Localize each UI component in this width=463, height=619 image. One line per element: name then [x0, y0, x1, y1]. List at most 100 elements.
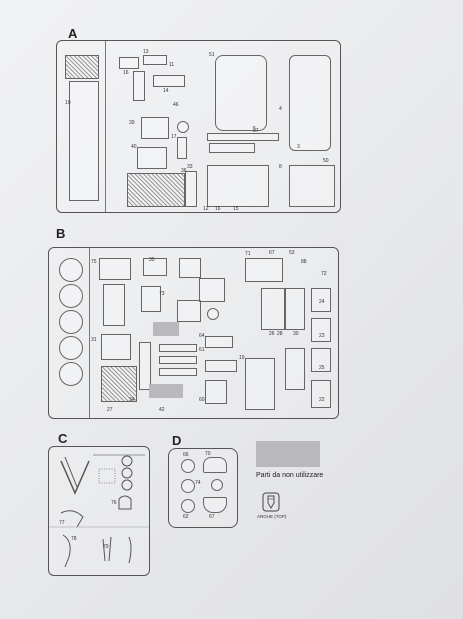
part-number: 17 — [171, 134, 177, 140]
part-number: 4 — [279, 106, 282, 112]
sprue-b-part — [285, 348, 305, 390]
sprue-a-part — [185, 171, 197, 207]
part-number: 30 — [293, 331, 299, 337]
pencil-icon — [262, 492, 280, 512]
sprue-b-part — [159, 368, 197, 376]
part-number: 36 — [181, 168, 187, 174]
part-number: 16 — [123, 70, 129, 76]
sprue-b-part — [99, 258, 131, 280]
part-number: 16 — [215, 206, 221, 212]
sprue-b-unused-patch — [149, 384, 183, 398]
sprue-b-part — [179, 258, 201, 278]
sprue-a-part — [141, 117, 169, 139]
sprue-a-frame: 10 13 16 11 14 46 51 4 5 39 17 37 40 36 … — [56, 40, 341, 213]
part-number: 53 — [289, 250, 295, 256]
sprue-a-part-panel — [289, 165, 335, 207]
part-number: 62 — [183, 514, 189, 520]
sprue-d-lens — [203, 457, 227, 473]
part-number: 19 — [239, 355, 245, 361]
sprue-b-frame: 75 71 67 53 88 72 73 26 25 24 27 28 30 3… — [48, 247, 339, 419]
part-number: 50 — [323, 158, 329, 164]
part-number: 23 — [319, 333, 325, 339]
part-number: 28 — [277, 331, 283, 337]
sprue-a-part-chassis — [289, 55, 331, 151]
sprue-b-part — [205, 336, 233, 348]
sprue-d-lens — [181, 479, 195, 493]
sprue-b-part — [159, 344, 197, 352]
part-number: 78 — [71, 536, 77, 542]
part-number: 88 — [301, 259, 307, 265]
sprue-a-part — [143, 55, 167, 65]
sprue-b-part — [261, 288, 285, 330]
sprue-a-part — [133, 71, 145, 101]
part-number: 31 — [91, 337, 97, 343]
sprue-b-part-panel — [245, 358, 275, 410]
part-number: 24 — [319, 299, 325, 305]
part-number: 27 — [107, 407, 113, 413]
sprue-b-wheel — [59, 284, 83, 308]
legend-note: ARGHE (TOP) — [257, 514, 287, 519]
part-number: 60 — [199, 397, 205, 403]
sprue-b-part — [101, 366, 137, 402]
sprue-b-part — [143, 258, 167, 276]
part-number: 67 — [209, 514, 215, 520]
sprue-b-part — [141, 286, 161, 312]
sprue-b-letter: B — [56, 226, 66, 241]
sprue-d-letter: D — [172, 433, 182, 448]
sprue-b-part — [311, 348, 331, 372]
part-number: 15 — [233, 206, 239, 212]
sprue-b-part — [285, 288, 305, 330]
part-number: 33 — [187, 164, 193, 170]
sprue-a-part — [177, 121, 189, 133]
part-number: 14 — [163, 88, 169, 94]
sprue-b-part — [245, 258, 283, 282]
part-number: 51 — [209, 52, 215, 58]
part-number: 73 — [159, 291, 165, 297]
sprue-b-part — [159, 356, 197, 364]
part-number: 74 — [195, 480, 201, 486]
sprue-b-part — [101, 334, 131, 360]
sprue-b-part — [311, 380, 331, 408]
sprue-b-part — [311, 318, 331, 342]
sprue-d-lens — [211, 479, 223, 491]
sprue-b-part — [199, 278, 225, 302]
unused-parts-label: Parti da non utilizzare — [256, 472, 324, 479]
sprue-b-part — [205, 360, 237, 372]
part-number: 35 — [149, 257, 155, 263]
part-number: 67 — [269, 250, 275, 256]
sprue-b-wheel — [59, 258, 83, 282]
sprue-c-frame: 76 77 78 79 — [48, 446, 150, 576]
part-number: 64 — [199, 333, 205, 339]
sprue-b-part — [207, 308, 219, 320]
sprue-a-part — [209, 143, 255, 153]
sprue-c-drawing — [49, 454, 149, 568]
sprue-b-part — [205, 380, 227, 404]
part-number: 79 — [103, 544, 109, 550]
sprue-b-unused-patch — [153, 322, 179, 336]
sprue-a-part-seats — [207, 165, 269, 207]
sprue-b-part — [177, 300, 201, 322]
part-number: 66 — [183, 452, 189, 458]
part-number: 13 — [143, 49, 149, 55]
part-number: 11 — [169, 62, 175, 68]
sprue-a-part-tower — [69, 81, 99, 201]
part-number: 26 — [269, 331, 275, 337]
part-number: 39 — [129, 120, 135, 126]
sprue-b-wheel — [59, 362, 83, 386]
part-number: 10 — [65, 100, 71, 106]
sprue-a-runner — [105, 41, 106, 212]
part-number: 8 — [279, 164, 282, 170]
part-number: 72 — [321, 271, 327, 277]
part-number: 75 — [91, 259, 97, 265]
part-number: 34 — [129, 397, 135, 403]
sprue-a-part — [137, 147, 167, 169]
sprue-a-part — [119, 57, 139, 69]
sprue-b-runner — [89, 248, 90, 418]
sprue-b-part — [311, 288, 331, 312]
sprue-a-part — [177, 137, 187, 159]
sprue-d-lens — [203, 497, 227, 513]
part-number: 71 — [245, 251, 251, 257]
sprue-d-lens — [181, 459, 195, 473]
part-number: 42 — [159, 407, 165, 413]
